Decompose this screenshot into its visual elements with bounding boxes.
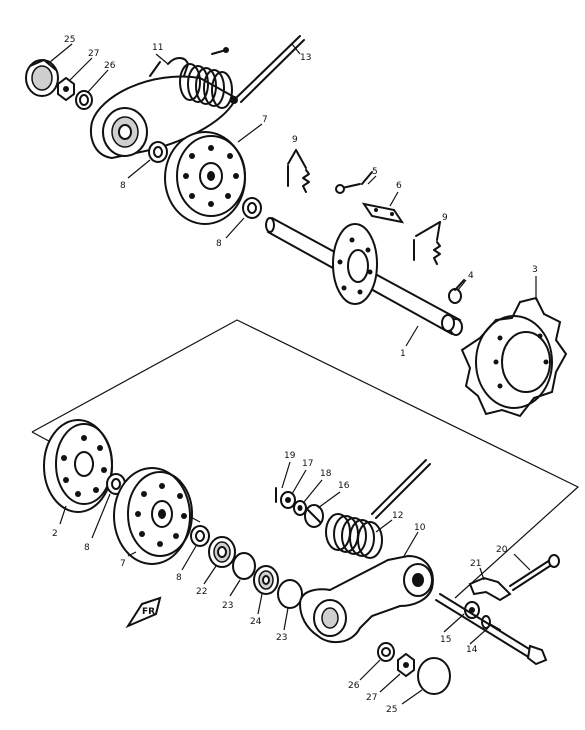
- label-23-a: 23: [222, 601, 233, 611]
- label-7-lower: 7: [120, 559, 126, 569]
- label-7-top: 7: [262, 115, 268, 125]
- part-3-drive-sprocket: [460, 296, 568, 418]
- part-18-washer: [293, 500, 307, 516]
- part-11-clip: [149, 57, 189, 77]
- label-6: 6: [396, 181, 402, 191]
- label-16: 16: [338, 481, 350, 491]
- part-23-circlip-a: [232, 552, 256, 580]
- label-8-lower-right: 8: [176, 573, 182, 583]
- alignment-box: [31, 319, 580, 599]
- label-1: 1: [400, 349, 406, 359]
- label-19: 19: [284, 451, 296, 461]
- part-10-tensioner-arm-lower: [298, 554, 434, 644]
- part-7-wheel-top: [164, 131, 246, 225]
- part-16-collar: [304, 504, 324, 528]
- label-5: 5: [372, 167, 378, 177]
- front-marker-label: FR: [142, 607, 155, 617]
- label-11: 11: [152, 43, 163, 53]
- part-17-nut: [280, 491, 296, 509]
- label-14: 14: [466, 645, 478, 655]
- part-12-spring-top: [179, 63, 233, 109]
- label-18: 18: [320, 469, 332, 479]
- part-25-cap-lower: [417, 657, 451, 695]
- part-5-bolt: [335, 171, 373, 194]
- label-13: 13: [300, 53, 311, 63]
- part-23-circlip-b: [277, 579, 303, 609]
- part-4-sleeve: [448, 279, 465, 304]
- small-bolt-head-top: [223, 47, 229, 53]
- part-9-pins-a: [287, 149, 310, 193]
- part-14-bolt: [481, 615, 501, 631]
- part-15-washer-hole: [469, 607, 475, 613]
- part-2-hub-plate: [43, 419, 113, 513]
- part-10-tensioner-arm-top: [90, 75, 238, 160]
- axle-hub-flange: [332, 223, 378, 305]
- label-8-lower-left: 8: [84, 543, 90, 553]
- label-27-lower: 27: [366, 693, 377, 703]
- label-24: 24: [250, 617, 262, 627]
- label-12: 12: [392, 511, 403, 521]
- front-direction-arrow: FR: [125, 596, 162, 629]
- axle-bolt-lower: [435, 593, 548, 666]
- part-8-washer-a-hole: [153, 146, 163, 158]
- label-9-top: 9: [292, 135, 298, 145]
- part-22-bearing: [208, 536, 236, 568]
- part-8-washer-b-hole: [247, 202, 257, 214]
- leader-lines: [49, 43, 537, 705]
- part-25-cap-top: [25, 59, 59, 97]
- label-25-lower: 25: [386, 705, 397, 715]
- label-15: 15: [440, 635, 451, 645]
- part-8-washer-c-hole: [111, 478, 121, 490]
- part-27-nut-lower: [397, 652, 415, 678]
- label-9-right: 9: [442, 213, 448, 223]
- part-12-spring-lower: [325, 459, 431, 559]
- label-20: 20: [496, 545, 508, 555]
- label-8-top-left: 8: [120, 181, 126, 191]
- part-7-wheel-lower: [113, 467, 193, 565]
- label-10: 10: [414, 523, 426, 533]
- part-8-washer-d-hole: [195, 530, 205, 542]
- label-2: 2: [52, 529, 58, 539]
- label-4: 4: [468, 271, 474, 281]
- label-23-b: 23: [276, 633, 287, 643]
- label-26-lower: 26: [348, 681, 360, 691]
- part-27-nut-top: [57, 76, 75, 102]
- part-24-bearing: [253, 565, 279, 595]
- label-21: 21: [470, 559, 481, 569]
- label-3: 3: [532, 265, 538, 275]
- part-20-bolt: [509, 554, 560, 591]
- label-8-top-right: 8: [216, 239, 222, 249]
- part-6-bracket: [361, 202, 405, 224]
- label-17: 17: [302, 459, 313, 469]
- part-26-washer-top: [75, 90, 93, 110]
- part-21-bracket: [468, 576, 512, 602]
- label-22: 22: [196, 587, 207, 597]
- label-26-top: 26: [104, 61, 116, 71]
- part-26-washer-lower-hole: [381, 647, 391, 657]
- part-13-rod: [230, 35, 305, 104]
- label-27-top: 27: [88, 49, 99, 59]
- part-9-pins-b: [413, 221, 441, 265]
- label-25-top: 25: [64, 35, 75, 45]
- part-labels: 25 27 26 11 13 7 8 9 8 5 6 9 4 3 1 2 8 7…: [52, 35, 538, 715]
